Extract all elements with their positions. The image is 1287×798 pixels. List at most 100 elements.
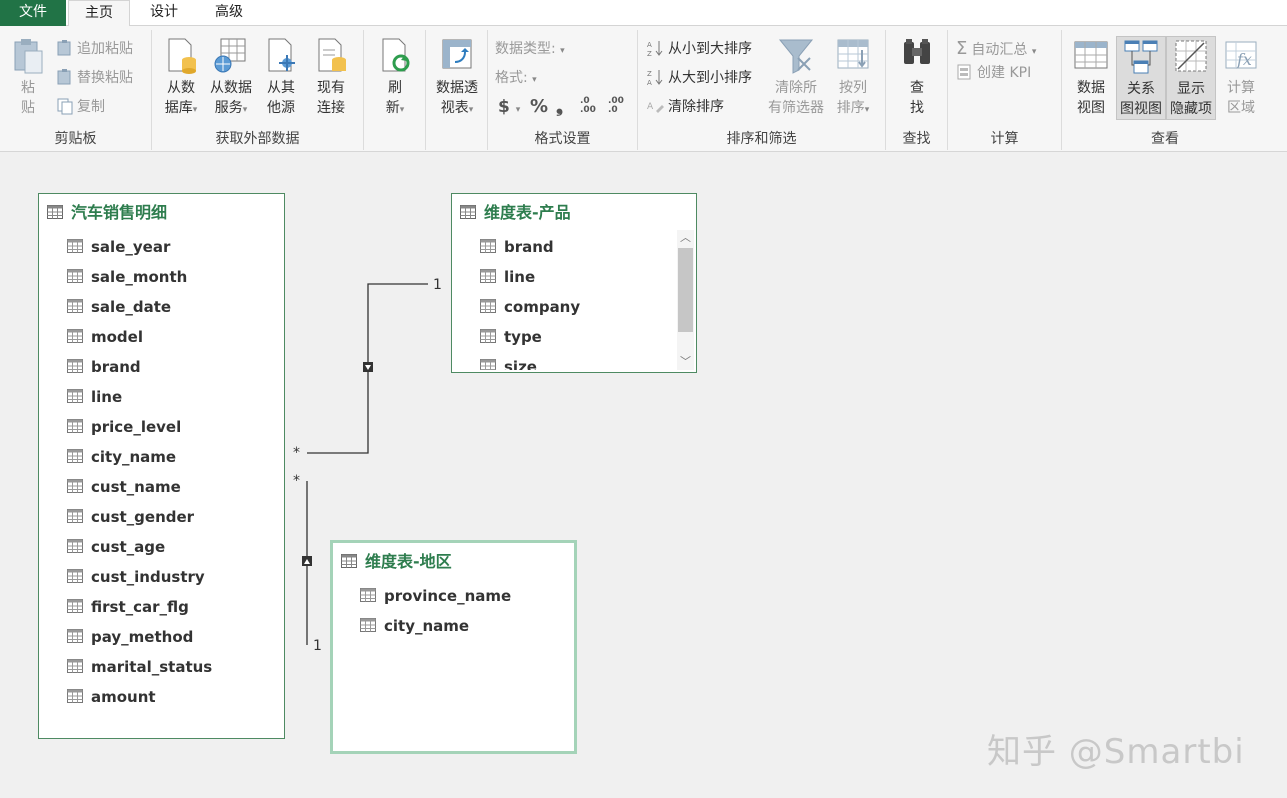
diagram-view-button[interactable]: 关系 图视图 [1116, 36, 1166, 120]
column-icon [67, 269, 83, 283]
field-row[interactable]: type [480, 322, 674, 352]
field-name: model [91, 328, 143, 346]
from-database-button[interactable]: 从数 据库▾ [156, 36, 206, 120]
table-title: 维度表-产品 [484, 203, 571, 222]
clear-filters-button[interactable]: 清除所 有筛选器 [764, 36, 828, 118]
field-name: cust_industry [91, 568, 205, 586]
column-icon [360, 618, 376, 632]
data-view-icon [1074, 41, 1108, 69]
from-data-service-button[interactable]: 从数据 服务▾ [206, 36, 256, 120]
field-name: marital_status [91, 658, 213, 676]
svg-text:A: A [647, 79, 652, 86]
field-name: brand [91, 358, 141, 376]
field-row[interactable]: model [67, 322, 284, 352]
pivot-table-label: 数据透 视表 [436, 80, 478, 116]
data-view-button[interactable]: 数据 视图 [1066, 36, 1116, 118]
field-row[interactable]: pay_method [67, 622, 284, 652]
show-hidden-button[interactable]: 显示 隐藏项 [1166, 36, 1216, 120]
field-name: city_name [384, 617, 470, 635]
column-icon [67, 449, 83, 463]
group-label-view: 查看 [1151, 131, 1179, 147]
field-row[interactable]: line [67, 382, 284, 412]
menu-tab-file[interactable]: 文件 [0, 0, 66, 26]
field-row[interactable]: first_car_flg [67, 592, 284, 622]
create-kpi-button[interactable]: 创建 KPI [956, 62, 1031, 84]
existing-connections-button[interactable]: 现有 连接 [306, 36, 356, 118]
column-icon [480, 269, 496, 283]
field-name: brand [504, 238, 554, 256]
field-name: sale_year [91, 238, 171, 256]
field-row[interactable]: price_level [67, 412, 284, 442]
table-header[interactable]: 维度表-产品 [452, 194, 696, 232]
from-other-source-button[interactable]: 从其 他源 [256, 36, 306, 118]
sort-by-column-button[interactable]: 按列 排序▾ [828, 36, 878, 120]
field-row[interactable]: cust_gender [67, 502, 284, 532]
sort-descending-icon: ZA [647, 70, 663, 86]
field-row[interactable]: sale_date [67, 292, 284, 322]
field-row[interactable]: brand [480, 232, 674, 262]
column-icon [67, 659, 83, 673]
calculation-area-button[interactable]: fx 计算 区域 [1216, 36, 1266, 118]
menu-tab-advanced[interactable]: 高级 [215, 4, 243, 20]
group-label-external-data: 获取外部数据 [215, 131, 300, 147]
currency-button[interactable]: $ ▾ [498, 97, 521, 117]
field-row[interactable]: sale_month [67, 262, 284, 292]
paste-button[interactable]: 粘 贴 [6, 36, 50, 118]
field-row[interactable]: cust_industry [67, 562, 284, 592]
find-button[interactable]: 查 找 [892, 36, 942, 118]
diagram-view-icon [1124, 40, 1158, 74]
scroll-up-icon[interactable]: ︿ [680, 231, 691, 244]
menu-tab-design[interactable]: 设计 [150, 4, 178, 20]
vertical-scrollbar[interactable]: ︿ ﹀ [677, 230, 694, 370]
field-row[interactable]: city_name [67, 442, 284, 472]
field-row[interactable]: marital_status [67, 652, 284, 682]
group-label-calculation: 计算 [990, 131, 1019, 147]
percent-button[interactable]: % [530, 96, 549, 117]
field-row[interactable]: sale_year [67, 232, 284, 262]
replace-paste-button[interactable]: 替换粘贴 [56, 67, 133, 89]
field-row[interactable]: cust_name [67, 472, 284, 502]
cardinality-one-region: 1 [313, 638, 322, 654]
table-dim-region[interactable]: 维度表-地区 province_name city_name [330, 540, 577, 754]
refresh-button[interactable]: 刷 新▾ [370, 36, 420, 120]
copy-button[interactable]: 复制 [56, 96, 105, 118]
scroll-thumb[interactable] [678, 248, 693, 332]
menu-bar: 文件 主页 设计 高级 [0, 0, 1287, 27]
other-source-icon [268, 38, 295, 72]
column-icon [67, 629, 83, 643]
clear-sort-label: 清除排序 [668, 99, 724, 115]
field-row[interactable]: company [480, 292, 674, 322]
decrease-decimal-button[interactable]: .00 .0 [608, 96, 624, 115]
scroll-down-icon[interactable]: ﹀ [680, 355, 691, 368]
pivot-table-button[interactable]: 数据透 视表▾ [429, 36, 485, 120]
table-header[interactable]: 汽车销售明细 [39, 194, 284, 232]
field-row[interactable]: size [480, 352, 674, 370]
field-row[interactable]: amount [67, 682, 284, 712]
format-dropdown[interactable]: 格式: ▾ [495, 70, 537, 86]
field-row[interactable]: province_name [360, 581, 574, 611]
refresh-icon [382, 38, 410, 72]
comma-button[interactable]: ❟ [556, 96, 564, 117]
increase-decimal-button[interactable]: .0 .00 [580, 96, 596, 115]
field-name: line [91, 388, 123, 406]
field-row[interactable]: cust_age [67, 532, 284, 562]
menu-tab-home[interactable]: 主页 [68, 0, 130, 27]
column-icon [67, 569, 83, 583]
field-row[interactable]: city_name [360, 611, 574, 641]
append-paste-button[interactable]: 追加粘贴 [56, 38, 133, 60]
field-row[interactable]: line [480, 262, 674, 292]
data-type-dropdown[interactable]: 数据类型: ▾ [495, 41, 565, 57]
sort-by-column-icon [837, 39, 869, 69]
table-header[interactable]: 维度表-地区 [333, 543, 574, 581]
table-title: 汽车销售明细 [71, 203, 168, 222]
field-row[interactable]: brand [67, 352, 284, 382]
